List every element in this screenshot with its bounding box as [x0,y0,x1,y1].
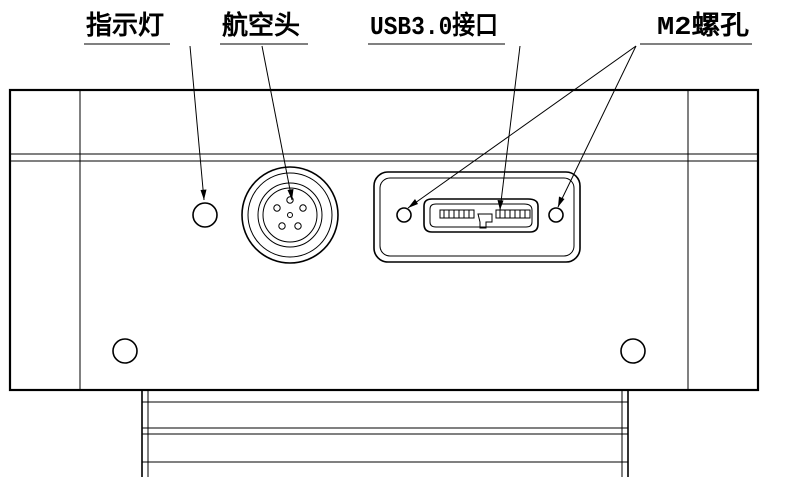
connector-pin [294,222,302,230]
usb-panel-inner [379,177,575,257]
m2-leader-line-right [557,45,637,208]
connector-pin [273,204,281,212]
connector-pin [286,196,294,204]
usb-port-panel [373,171,581,263]
usb-leader-line [499,45,521,211]
housing-outline [8,88,760,392]
usb-panel-outer [373,171,581,263]
usb-contacts [443,210,526,218]
usb-port-label: USB3.0接口 [370,11,498,42]
connector-pin [299,204,307,212]
connector-ring-4 [262,187,318,243]
m2-leader-arrow-right [558,196,565,207]
usb-leader-arrow [497,200,504,210]
m2-leader-line-left [407,45,637,209]
indicator-light [192,202,218,228]
indicator-leader-line [189,45,205,201]
lens-mount [141,390,629,477]
m2-leader-arrow-left [408,199,418,208]
leader-lines [189,45,637,211]
m2-screw-hole-right [548,207,564,223]
connector-leader-line [261,45,293,201]
housing [8,88,760,392]
aviation-connector-label: 航空头 [222,10,300,42]
m2-screw-hole-left [396,207,412,223]
indicator-label: 指示灯 [86,11,164,42]
usb-connector-inner [429,203,533,228]
usb-connector [423,198,539,233]
connector-pin-center [287,212,293,218]
usb-center-key [477,213,493,229]
mounting-hole-right [620,338,646,364]
connector-ring-3 [257,182,323,248]
connector-ring-2 [247,172,333,258]
connector-pin [278,222,286,230]
m2-screw-hole-label: M2螺孔 [657,11,749,42]
connector-leader-arrow [287,189,294,200]
connector-outer-ring [241,166,339,264]
aviation-connector [241,166,339,264]
mounting-hole-left [112,338,138,364]
usb-contact-block-right [495,209,531,219]
indicator-leader-arrow [200,189,207,200]
usb-contact-block-left [439,209,475,219]
usb-connector-shell [423,198,539,233]
